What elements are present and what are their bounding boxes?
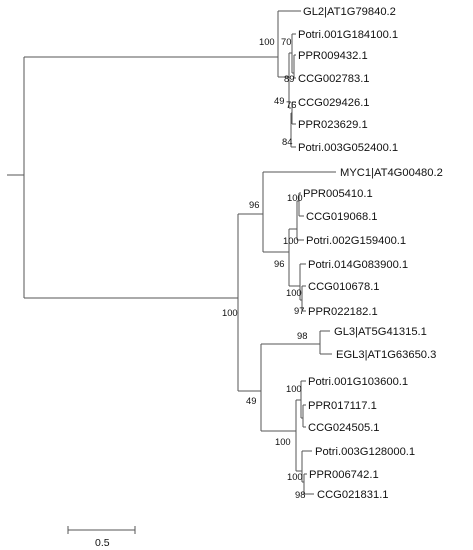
bootstrap-value: 96 — [249, 199, 259, 210]
bootstrap-value: 84 — [282, 136, 292, 147]
leaf-label: CCG029426.1 — [298, 97, 370, 109]
tree-branches — [7, 10, 336, 495]
bootstrap-value: 100 — [287, 471, 303, 482]
leaf-label: Potri.002G159400.1 — [306, 235, 406, 247]
bootstrap-value: 100 — [286, 383, 302, 394]
bootstrap-value: 100 — [287, 192, 303, 203]
leaf-label: GL3|AT5G41315.1 — [334, 326, 427, 338]
leaf-label: PPR017117.1 — [308, 400, 377, 412]
bootstrap-value: 98 — [297, 330, 307, 341]
leaf-label: Potri.001G103600.1 — [308, 376, 408, 388]
leaf-label: CCG010678.1 — [308, 281, 380, 293]
bootstrap-value: 97 — [294, 305, 304, 316]
bootstrap-value: 100 — [286, 287, 302, 298]
scale-bar-label: 0.5 — [95, 537, 110, 549]
leaf-label: Potri.001G184100.1 — [298, 29, 398, 41]
leaf-label: PPR005410.1 — [303, 188, 373, 200]
bootstrap-value: 98 — [295, 489, 305, 500]
leaf-label: PPR022182.1 — [308, 306, 378, 318]
bootstrap-value: 100 — [275, 436, 291, 447]
leaf-label: Potri.003G128000.1 — [315, 446, 415, 458]
leaf-label: PPR023629.1 — [298, 119, 368, 131]
leaf-label: CCG002783.1 — [298, 73, 370, 85]
leaf-label: MYC1|AT4G00480.2 — [340, 167, 443, 179]
bootstrap-value: 100 — [259, 36, 275, 47]
bootstrap-value: 96 — [274, 258, 284, 269]
leaf-label: GL2|AT1G79840.2 — [303, 6, 396, 18]
leaf-label: CCG024505.1 — [308, 422, 380, 434]
bootstrap-values: 100 70 89 49 76 84 96 100 100 96 100 97 … — [222, 36, 307, 500]
leaf-label: CCG021831.1 — [317, 489, 389, 501]
bootstrap-value: 89 — [284, 73, 294, 84]
bootstrap-value: 49 — [274, 95, 284, 106]
bootstrap-value: 49 — [246, 395, 256, 406]
scale-bar: 0.5 — [67, 526, 136, 549]
bootstrap-value: 100 — [283, 235, 299, 246]
leaf-label: EGL3|AT1G63650.3 — [336, 349, 436, 361]
leaf-label: PPR009432.1 — [298, 50, 368, 62]
bootstrap-value: 70 — [281, 36, 291, 47]
bootstrap-value: 100 — [222, 307, 238, 318]
leaf-labels: GL2|AT1G79840.2 Potri.001G184100.1 PPR00… — [298, 6, 443, 501]
leaf-label: PPR006742.1 — [309, 469, 379, 481]
leaf-label: Potri.014G083900.1 — [308, 259, 408, 271]
bootstrap-value: 76 — [286, 99, 296, 110]
leaf-label: Potri.003G052400.1 — [298, 142, 398, 154]
leaf-label: CCG019068.1 — [306, 211, 378, 223]
